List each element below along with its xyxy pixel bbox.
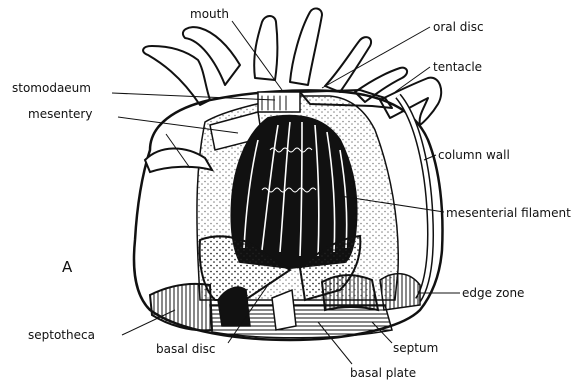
label-stomodaeum: stomodaeum bbox=[12, 81, 91, 95]
label-mouth: mouth bbox=[190, 7, 229, 21]
label-oral-disc: oral disc bbox=[433, 20, 484, 34]
figure-letter: A bbox=[62, 258, 73, 276]
label-septum: septum bbox=[393, 341, 438, 355]
label-edge-zone: edge zone bbox=[462, 286, 524, 300]
septotheca bbox=[150, 284, 212, 330]
label-column-wall: column wall bbox=[438, 148, 510, 162]
label-mesenterial-filament: mesenterial filament bbox=[446, 206, 571, 220]
stomodaeum bbox=[258, 92, 300, 112]
label-basal-plate: basal plate bbox=[350, 366, 416, 380]
septum-blade bbox=[322, 275, 378, 310]
label-mesentery: mesentery bbox=[28, 107, 92, 121]
label-septotheca: septotheca bbox=[28, 328, 95, 342]
label-basal-disc: basal disc bbox=[156, 342, 216, 356]
label-tentacle: tentacle bbox=[433, 60, 482, 74]
